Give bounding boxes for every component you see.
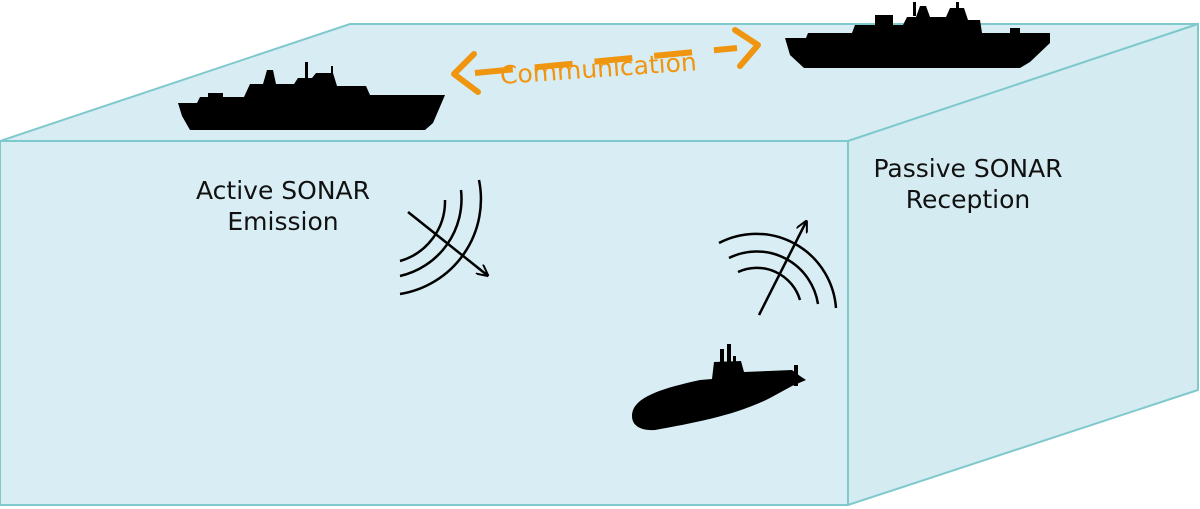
warship-icon [178, 62, 445, 130]
passive-sonar-icon [718, 222, 838, 316]
communication-arrow [451, 27, 761, 95]
passive-sonar-line-2: Reception [905, 185, 1031, 214]
active-sonar-label: Active SONAR Emission [178, 175, 388, 237]
active-sonar-line-2: Emission [227, 207, 339, 236]
passive-sonar-label: Passive SONAR Reception [848, 153, 1088, 215]
passive-sonar-line-1: Passive SONAR [873, 154, 1063, 183]
water-front-face [0, 140, 849, 506]
active-sonar-line-1: Active SONAR [196, 176, 370, 205]
active-sonar-icon [399, 179, 487, 296]
submarine-icon [632, 344, 806, 431]
warship-icon [785, 2, 1050, 68]
